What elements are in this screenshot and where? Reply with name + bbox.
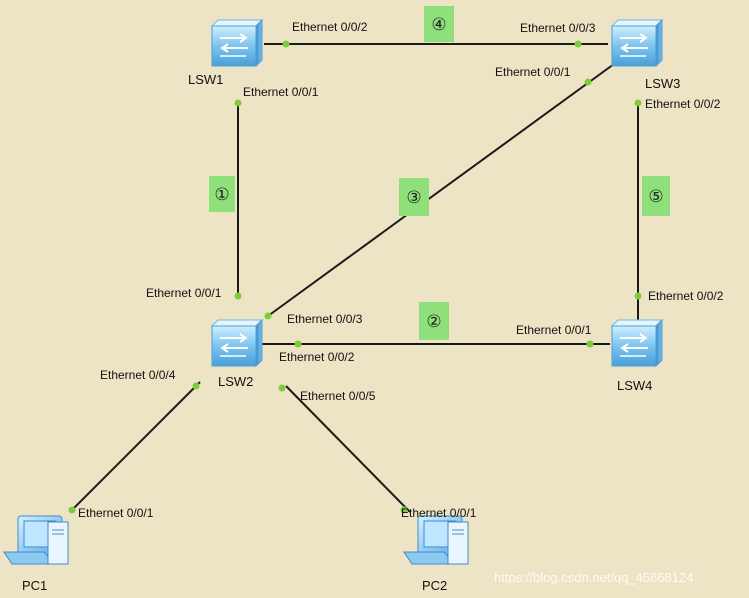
switch-icon	[211, 319, 263, 367]
svg-text:④: ④	[431, 15, 446, 35]
lsw3-label: LSW3	[645, 76, 680, 91]
svg-text:⑤: ⑤	[648, 187, 663, 207]
pc-icon	[403, 515, 469, 565]
port-dot	[234, 99, 242, 107]
link-number-3: ③	[399, 178, 429, 216]
switch-icon	[611, 319, 663, 367]
port-label-lsw3-link3: Ethernet 0/0/1	[495, 65, 571, 79]
lsw3-node[interactable]: LSW3	[611, 19, 680, 91]
link-3-lsw2-lsw3[interactable]	[267, 63, 615, 317]
port-label-lsw4-link2: Ethernet 0/0/1	[516, 323, 592, 337]
lsw2-label: LSW2	[218, 374, 253, 389]
lsw4-label: LSW4	[617, 378, 652, 393]
lsw4-node[interactable]: LSW4	[611, 319, 663, 393]
svg-text:②: ②	[426, 312, 441, 332]
pc2-node[interactable]: PC2	[403, 515, 469, 593]
port-dot	[586, 340, 594, 348]
links	[69, 43, 639, 513]
port-dot	[278, 384, 286, 392]
link-number-5: ⑤	[642, 176, 670, 216]
lsw1-node[interactable]: LSW1	[188, 19, 263, 87]
pc1-node[interactable]: PC1	[3, 515, 69, 593]
pc1-label: PC1	[22, 578, 47, 593]
port-label-lsw1-link4: Ethernet 0/0/2	[292, 20, 368, 34]
lsw2-node[interactable]: LSW2	[211, 319, 263, 389]
port-dot	[294, 340, 302, 348]
link-number-4: ④	[424, 6, 454, 42]
port-label-pc2: Ethernet 0/0/1	[401, 506, 477, 520]
port-dot	[282, 40, 290, 48]
pc-icon	[3, 515, 69, 565]
port-label-lsw3-link4: Ethernet 0/0/3	[520, 21, 596, 35]
port-label-lsw1-link1: Ethernet 0/0/1	[243, 85, 319, 99]
port-dot	[264, 312, 272, 320]
port-dot	[634, 292, 642, 300]
switch-icon	[611, 19, 663, 67]
link-pc1-lsw2[interactable]	[69, 381, 201, 513]
pc2-label: PC2	[422, 578, 447, 593]
svg-text:①: ①	[214, 185, 229, 205]
port-dot	[634, 99, 642, 107]
port-dot	[234, 292, 242, 300]
port-dots	[68, 40, 642, 514]
port-label-pc1: Ethernet 0/0/1	[78, 506, 154, 520]
port-label-lsw2-link2: Ethernet 0/0/2	[279, 350, 355, 364]
port-label-lsw2-link1: Ethernet 0/0/1	[146, 286, 222, 300]
port-label-lsw2-pc1: Ethernet 0/0/4	[100, 368, 176, 382]
port-labels: Ethernet 0/0/1 Ethernet 0/0/2 Ethernet 0…	[78, 20, 724, 520]
svg-text:③: ③	[406, 188, 421, 208]
watermark: https://blog.csdn.net/qq_45668124	[494, 570, 694, 585]
port-label-lsw2-pc2: Ethernet 0/0/5	[300, 389, 376, 403]
port-label-lsw4-link5: Ethernet 0/0/2	[648, 289, 724, 303]
link-pc2-lsw2[interactable]	[285, 385, 411, 513]
port-label-lsw2-link3: Ethernet 0/0/3	[287, 312, 363, 326]
port-dot	[574, 40, 582, 48]
lsw1-label: LSW1	[188, 72, 223, 87]
port-dot	[400, 506, 408, 514]
link-number-1: ①	[209, 176, 235, 212]
switch-icon	[211, 19, 263, 67]
port-label-lsw3-link5: Ethernet 0/0/2	[645, 97, 721, 111]
port-dot	[68, 506, 76, 514]
link-number-badges: ① ② ③ ④ ⑤	[209, 6, 670, 340]
port-dot	[192, 382, 200, 390]
link-number-2: ②	[419, 302, 449, 340]
port-dot	[584, 78, 592, 86]
